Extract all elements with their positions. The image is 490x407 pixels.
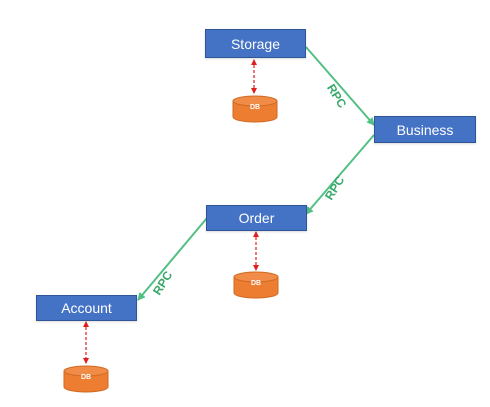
rpc-line-order-account: [137, 217, 208, 301]
business-label: Business: [396, 121, 454, 138]
rpc-line-business-order: [305, 134, 375, 215]
order-label: Order: [238, 210, 275, 226]
rpc-line-storage-business: [305, 46, 375, 126]
database-icon: [63, 365, 109, 393]
storage-db-cylinder: DB: [232, 95, 278, 123]
account-db-cylinder: DB: [63, 365, 109, 393]
account-node: Account: [36, 295, 137, 321]
storage-node: Storage: [205, 29, 306, 58]
storage-label: Storage: [230, 35, 281, 52]
order-db-cylinder: DB: [233, 271, 279, 299]
business-node: Business: [374, 116, 476, 143]
database-icon: [232, 95, 278, 123]
database-icon: [233, 271, 279, 299]
account-db-label: DB: [80, 374, 92, 381]
account-label: Account: [61, 300, 112, 316]
order-node: Order: [206, 205, 307, 231]
order-db-label: DB: [250, 280, 262, 287]
storage-db-label: DB: [249, 104, 261, 111]
